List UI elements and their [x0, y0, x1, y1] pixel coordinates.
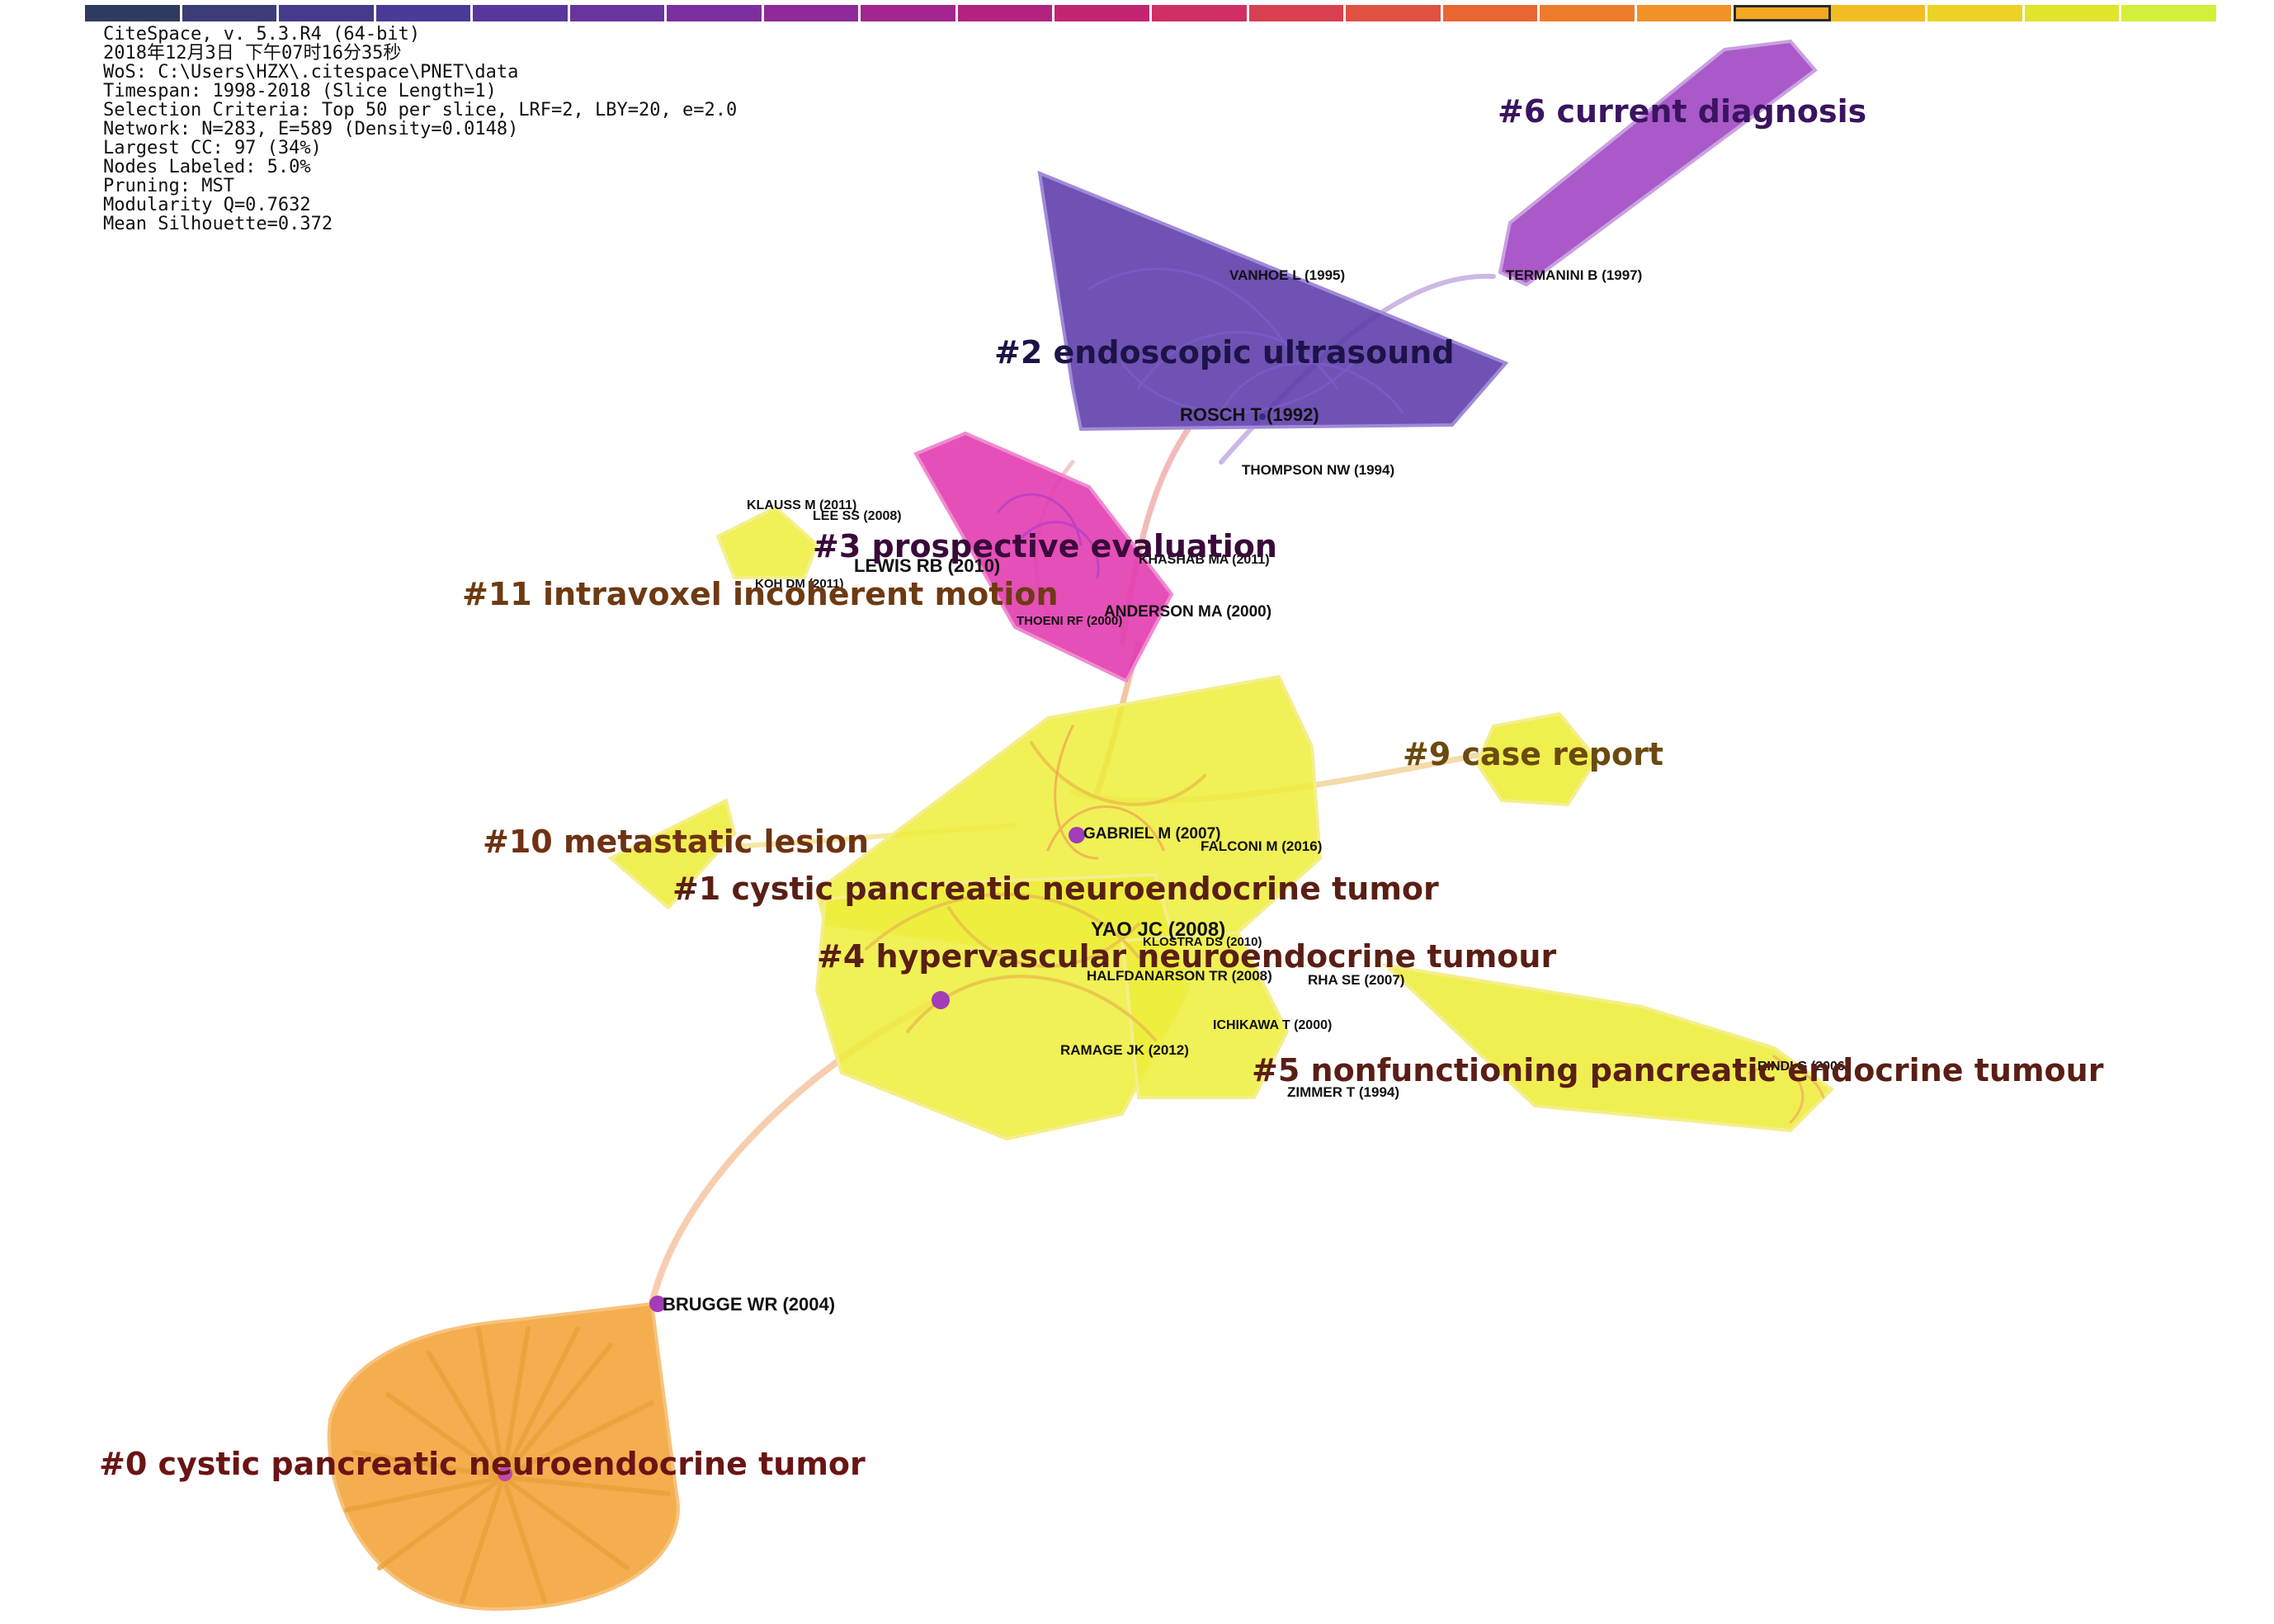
cluster-hull-5b	[1380, 962, 1835, 1133]
node-ramage[interactable]	[932, 991, 950, 1009]
node-label-lee: LEE SS (2008)	[813, 509, 902, 523]
cluster-hull-6	[1498, 39, 1818, 287]
node-rosch[interactable]	[1259, 413, 1266, 420]
internal-links	[344, 267, 1825, 1603]
timeline-slice[interactable]	[1054, 5, 1153, 21]
cluster-label-10: #10 metastatic lesion	[483, 824, 869, 860]
node-label-halfdanarson: HALFDANARSON TR (2008)	[1087, 968, 1272, 984]
cluster-label-2: #2 endoscopic ultrasound	[994, 334, 1455, 371]
meta-line: Selection Criteria: Top 50 per slice, LR…	[103, 100, 738, 120]
cluster-label-3: #3 prospective evaluation	[813, 528, 1277, 564]
key-nodes	[498, 413, 1266, 1481]
timeline-slice[interactable]	[957, 5, 1055, 21]
node-label-falconi: FALCONI M (2016)	[1201, 838, 1322, 854]
node-label-thoeni: THOENI RF (2000)	[1017, 614, 1122, 628]
cluster-label-4: #4 hypervascular neuroendocrine tumour	[817, 938, 1556, 975]
timeline-slice[interactable]	[1152, 5, 1249, 21]
timeline-slice[interactable]	[1830, 5, 1928, 21]
cluster-label-0: #0 cystic pancreatic neuroendocrine tumo…	[99, 1446, 866, 1482]
node-cluster0-center[interactable]	[498, 1466, 512, 1481]
node-gabriel[interactable]	[1069, 827, 1085, 843]
timeline-slice[interactable]	[667, 5, 764, 21]
meta-line: Nodes Labeled: 5.0%	[103, 157, 311, 177]
timeline-slice[interactable]	[375, 5, 474, 21]
cluster-label-5: #5 nonfunctioning pancreatic endocrine t…	[1252, 1052, 2104, 1088]
timeline-slice[interactable]	[85, 5, 182, 21]
node-label-brugge: BRUGGE WR (2004)	[663, 1294, 835, 1315]
cluster-labels: #6 current diagnosis #2 endoscopic ultra…	[99, 93, 2104, 1482]
cluster-hull-5a	[1120, 930, 1290, 1099]
timeline-slice[interactable]	[1540, 5, 1637, 21]
cluster-hull-3	[913, 431, 1174, 683]
node-label-klostra: KLOSTRA DS (2010)	[1143, 935, 1262, 949]
timeline-slice[interactable]	[473, 5, 570, 21]
cluster-hull-10	[607, 798, 737, 910]
timeline-slice[interactable]	[1927, 5, 2025, 21]
timeline-slice[interactable]	[2024, 5, 2122, 21]
cluster-hull-2	[1037, 170, 1509, 432]
meta-line: Largest CC: 97 (34%)	[103, 138, 322, 158]
timeline-slice[interactable]	[1346, 5, 1443, 21]
meta-line: 2018年12月3日 下午07时16分35秒	[103, 43, 402, 64]
node-label-vanhoe: VANHOE L (1995)	[1229, 267, 1345, 283]
timeline-slice[interactable]	[569, 5, 668, 21]
meta-line: Pruning: MST	[103, 176, 234, 196]
timeline-slice[interactable]	[861, 5, 958, 21]
node-label-khashab: KHASHAB MA (2011)	[1139, 553, 1270, 567]
timeline-slice[interactable]	[182, 5, 280, 21]
node-labels: VANHOE L (1995) TERMANINI B (1997) ROSCH…	[663, 267, 1849, 1315]
timeline-color-bar	[85, 5, 2220, 21]
node-label-klauss: KLAUSS M (2011)	[747, 498, 856, 512]
network-metadata: CiteSpace, v. 5.3.R4 (64-bit) 2018年12月3日…	[103, 25, 737, 234]
meta-line: Network: N=283, E=589 (Density=0.0148)	[103, 119, 519, 139]
cluster-label-6: #6 current diagnosis	[1498, 93, 1866, 130]
cluster-hull-4	[814, 872, 1191, 1141]
cluster-hull-11	[715, 505, 819, 579]
timeline-slice[interactable]	[1636, 5, 1734, 21]
node-label-zimmer: ZIMMER T (1994)	[1287, 1084, 1399, 1100]
node-label-rha: RHA SE (2007)	[1308, 972, 1404, 988]
meta-line: CiteSpace, v. 5.3.R4 (64-bit)	[103, 24, 421, 45]
timeline-slice[interactable]	[1248, 5, 1347, 21]
cluster-hull-9	[1474, 711, 1599, 807]
node-label-termanini: TERMANINI B (1997)	[1506, 267, 1642, 283]
meta-line: WoS: C:\Users\HZX\.citespace\PNET\data	[103, 62, 519, 83]
meta-line: Timespan: 1998-2018 (Slice Length=1)	[103, 81, 497, 102]
node-label-lewis: LEWIS RB (2010)	[854, 555, 1000, 576]
cluster-hull-0	[327, 1301, 680, 1612]
timeline-slice[interactable]	[1442, 5, 1540, 21]
node-label-ichikawa: ICHIKAWA T (2000)	[1213, 1018, 1332, 1032]
cluster-label-1: #1 cystic pancreatic neuroendocrine tumo…	[672, 871, 1439, 907]
node-label-yao: YAO JC (2008)	[1091, 918, 1225, 941]
node-label-rosch: ROSCH T (1992)	[1180, 404, 1319, 425]
node-label-rindi: RINDI G (2006)	[1757, 1060, 1849, 1074]
node-label-ramage: RAMAGE JK (2012)	[1060, 1042, 1189, 1058]
node-label-thompson: THOMPSON NW (1994)	[1242, 462, 1394, 478]
timeline-slice[interactable]	[763, 5, 861, 21]
timeline-slice[interactable]	[279, 5, 376, 21]
timeline-slice[interactable]	[2121, 5, 2220, 21]
node-label-anderson: ANDERSON MA (2000)	[1104, 603, 1271, 621]
meta-line: Modularity Q=0.7632	[103, 195, 311, 215]
node-label-gabriel: GABRIEL M (2007)	[1083, 825, 1220, 843]
node-label-koh: KOH DM (2011)	[755, 577, 844, 591]
timeline-slice[interactable]	[1734, 5, 1831, 21]
node-brugge[interactable]	[649, 1296, 666, 1312]
cluster-label-9: #9 case report	[1403, 736, 1663, 772]
meta-line: Mean Silhouette=0.372	[103, 214, 333, 234]
cluster-label-11: #11 intravoxel incoherent motion	[462, 576, 1059, 612]
